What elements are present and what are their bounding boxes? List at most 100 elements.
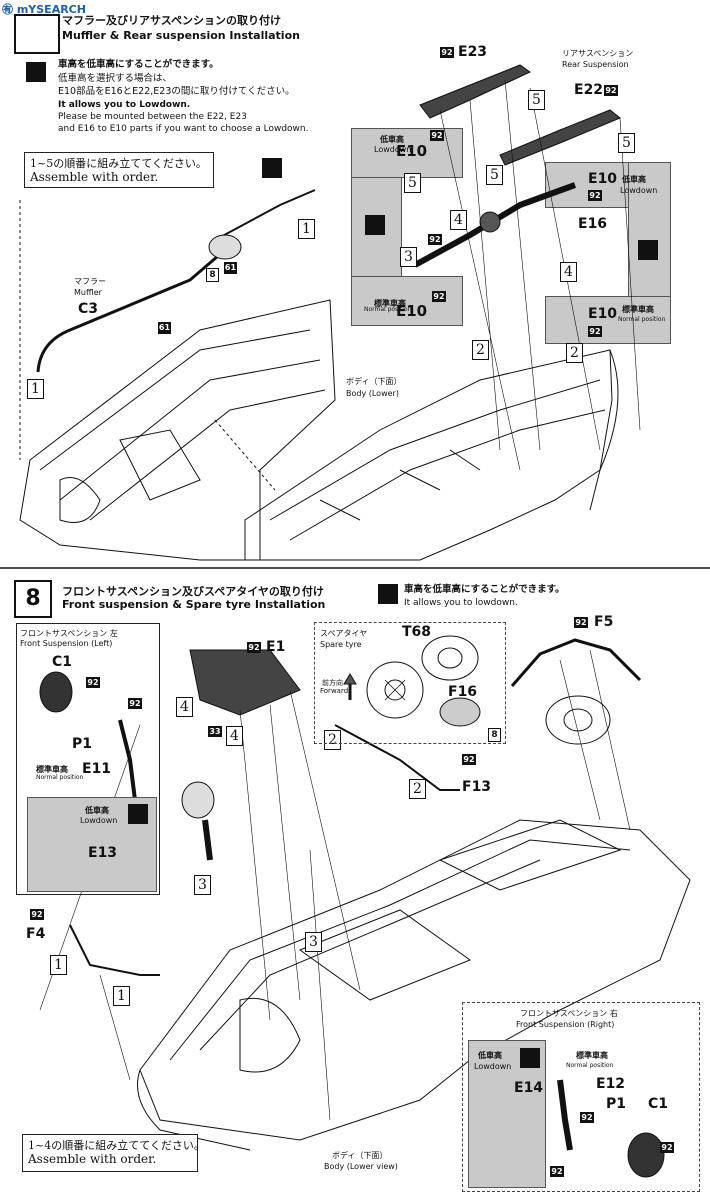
tag-61-muffler: 61 xyxy=(224,262,237,274)
rear-susp-jp: リアサスペンション xyxy=(562,49,634,58)
front-right-lowdown-icon xyxy=(520,1048,540,1068)
rear-lowdown-left-en: Lowdown xyxy=(374,145,412,154)
watermark: ㊒ mYSEARCH xyxy=(2,3,86,16)
front-left-panel xyxy=(16,623,160,895)
step7-note-en-3: and E16 to E10 parts if you want to choo… xyxy=(58,124,309,134)
step7-num-4-b: 4 xyxy=(560,262,577,282)
step7-num-4-a: 4 xyxy=(450,210,467,230)
spare-jp: スペアタイヤ xyxy=(320,629,368,638)
front-left-jp: フロントサスペンション 左 xyxy=(20,629,118,638)
step7-body-en: Body (Lower) xyxy=(346,389,399,398)
tag-92-strut-right: 92 xyxy=(550,1166,564,1177)
step8-num-3-b: 3 xyxy=(305,932,322,952)
tag-92-c1-left: 92 xyxy=(86,677,100,688)
front-right-normal-jp: 標準車高 xyxy=(576,1051,608,1060)
lowdown-icon-rear-right xyxy=(638,240,658,260)
step7-num-5-b: 5 xyxy=(618,133,635,153)
step8-num-4-a: 4 xyxy=(176,697,193,717)
part-e1: E1 xyxy=(266,639,286,655)
step7-note-jp-2: 低車高を選択する場合は、 xyxy=(58,73,173,84)
step8-number-box: 8 xyxy=(14,580,52,618)
step8-order-en: Assemble with order. xyxy=(28,1152,157,1166)
part-e11: E11 xyxy=(82,761,112,777)
step8-num-1-b: 1 xyxy=(113,986,130,1006)
part-e10-right-bottom: E10 xyxy=(588,306,618,322)
step7-body-jp: ボディ（下面） xyxy=(346,377,402,386)
lowdown-icon xyxy=(26,62,46,82)
tag-92-c1-right: 92 xyxy=(660,1142,674,1153)
part-e12: E12 xyxy=(596,1076,626,1092)
step8-order-jp: 1~4の順番に組み立ててください。 xyxy=(28,1139,205,1152)
step8-note-jp: 車高を低車高にすることができます。 xyxy=(404,584,565,595)
step7-number-box xyxy=(14,14,60,54)
part-c3: C3 xyxy=(78,301,99,317)
tag-92-e16: 92 xyxy=(428,234,442,245)
rear-lowdown-left-top xyxy=(351,128,463,178)
tag-92-strut-left: 92 xyxy=(128,698,142,709)
step7-title-en: Muffler & Rear suspension Installation xyxy=(62,29,300,42)
rear-normal-left-en: Normal position xyxy=(364,306,412,313)
part-c1-right: C1 xyxy=(648,1096,669,1112)
step7-num-2-b: 2 xyxy=(566,343,583,363)
part-e14: E14 xyxy=(514,1080,544,1096)
part-e10-top: E10 xyxy=(396,142,428,160)
tag-92-f4: 92 xyxy=(30,909,44,920)
rear-normal-right-bottom xyxy=(545,296,671,344)
step7-num-1-a: 1 xyxy=(298,219,315,239)
rear-normal-left-jp: 標準車高 xyxy=(374,299,406,308)
front-left-normal-jp: 標準車高 xyxy=(36,765,68,774)
step8-body-en: Body (Lower view) xyxy=(324,1162,398,1171)
step8-title-en: Front suspension & Spare tyre Installati… xyxy=(62,598,326,611)
step7-order-en: Assemble with order. xyxy=(30,170,159,184)
step7-num-5-c: 5 xyxy=(404,173,421,193)
tag-92-e10-bottom: 92 xyxy=(432,291,446,302)
tag-92-e23: 92 xyxy=(440,47,454,58)
step7-note-jp-3: E10部品をE16とE22,E23の間に取り付けてください。 xyxy=(58,86,295,97)
part-t68: T68 xyxy=(402,624,432,640)
tag-33: 33 xyxy=(208,726,222,737)
tag-92-e10-right-bottom: 92 xyxy=(588,326,602,337)
tag-92-e12: 92 xyxy=(580,1112,594,1123)
step7-num-5-a: 5 xyxy=(528,90,545,110)
front-right-en: Front Suspension (Right) xyxy=(516,1020,615,1029)
part-e16: E16 xyxy=(578,216,608,232)
step7-note-en-1: It allows you to Lowdown. xyxy=(58,100,191,110)
step7-num-3: 3 xyxy=(400,247,417,267)
step8-num-2-a: 2 xyxy=(324,730,341,750)
front-left-lowdown-icon xyxy=(128,804,148,824)
part-e10-bottom: E10 xyxy=(396,302,428,320)
tag-61-pipe: 61 xyxy=(158,322,171,334)
spare-en: Spare tyre xyxy=(320,640,362,649)
part-p1-left: P1 xyxy=(72,736,93,752)
step8-num-1-a: 1 xyxy=(50,955,67,975)
part-f16: F16 xyxy=(448,684,478,700)
front-right-lowdown-en: Lowdown xyxy=(474,1062,512,1071)
step8-num-2-b: 2 xyxy=(409,779,426,799)
step7-order-jp: 1~5の順番に組み立ててください。 xyxy=(30,157,207,170)
part-f13: F13 xyxy=(462,779,492,795)
tag-92-e22: 92 xyxy=(604,85,618,96)
front-left-normal-en: Normal position xyxy=(36,774,84,781)
step7-num-5-d: 5 xyxy=(486,165,503,185)
forward-jp: 前方向 xyxy=(322,679,343,687)
tag-92-e1: 92 xyxy=(247,642,261,653)
part-f4: F4 xyxy=(26,926,46,942)
front-right-jp: フロントサスペンション 右 xyxy=(520,1009,618,1018)
tag-92-e10-right-top: 92 xyxy=(588,190,602,201)
rear-lowdown-left-jp: 低車高 xyxy=(380,135,404,144)
step7-note-en-2: Please be mounted between the E22, E23 xyxy=(58,112,247,122)
step8-num-3-a: 3 xyxy=(194,875,211,895)
front-right-normal-en: Normal position xyxy=(566,1062,614,1069)
tag-8-muffler: 8 xyxy=(206,268,219,282)
step8-title-jp: フロントサスペンション及びスペアタイヤの取り付け xyxy=(62,585,324,598)
part-e23: E23 xyxy=(458,44,488,60)
step8-body-jp: ボディ（下面） xyxy=(332,1151,388,1160)
tag-92-f5: 92 xyxy=(574,617,588,628)
step8-order-callout xyxy=(22,1134,198,1172)
rear-lowdown-right-jp: 低車高 xyxy=(622,175,646,184)
spare-tyre-callout xyxy=(314,622,506,744)
lowdown-icon-rear-left xyxy=(365,215,385,235)
step7-note-jp-1: 車高を低車高にすることができます。 xyxy=(58,59,219,70)
part-e10-right-top: E10 xyxy=(588,171,618,187)
tag-92-f13: 92 xyxy=(462,754,476,765)
